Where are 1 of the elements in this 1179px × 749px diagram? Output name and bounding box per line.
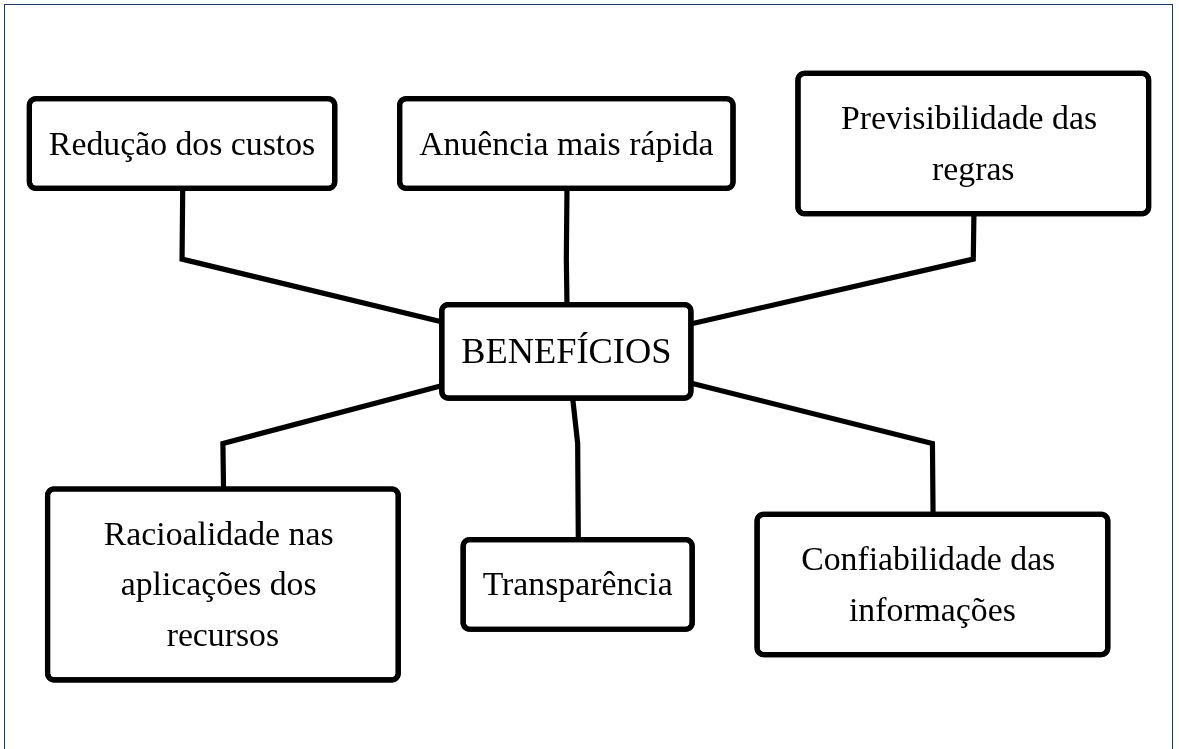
connector — [690, 214, 977, 327]
